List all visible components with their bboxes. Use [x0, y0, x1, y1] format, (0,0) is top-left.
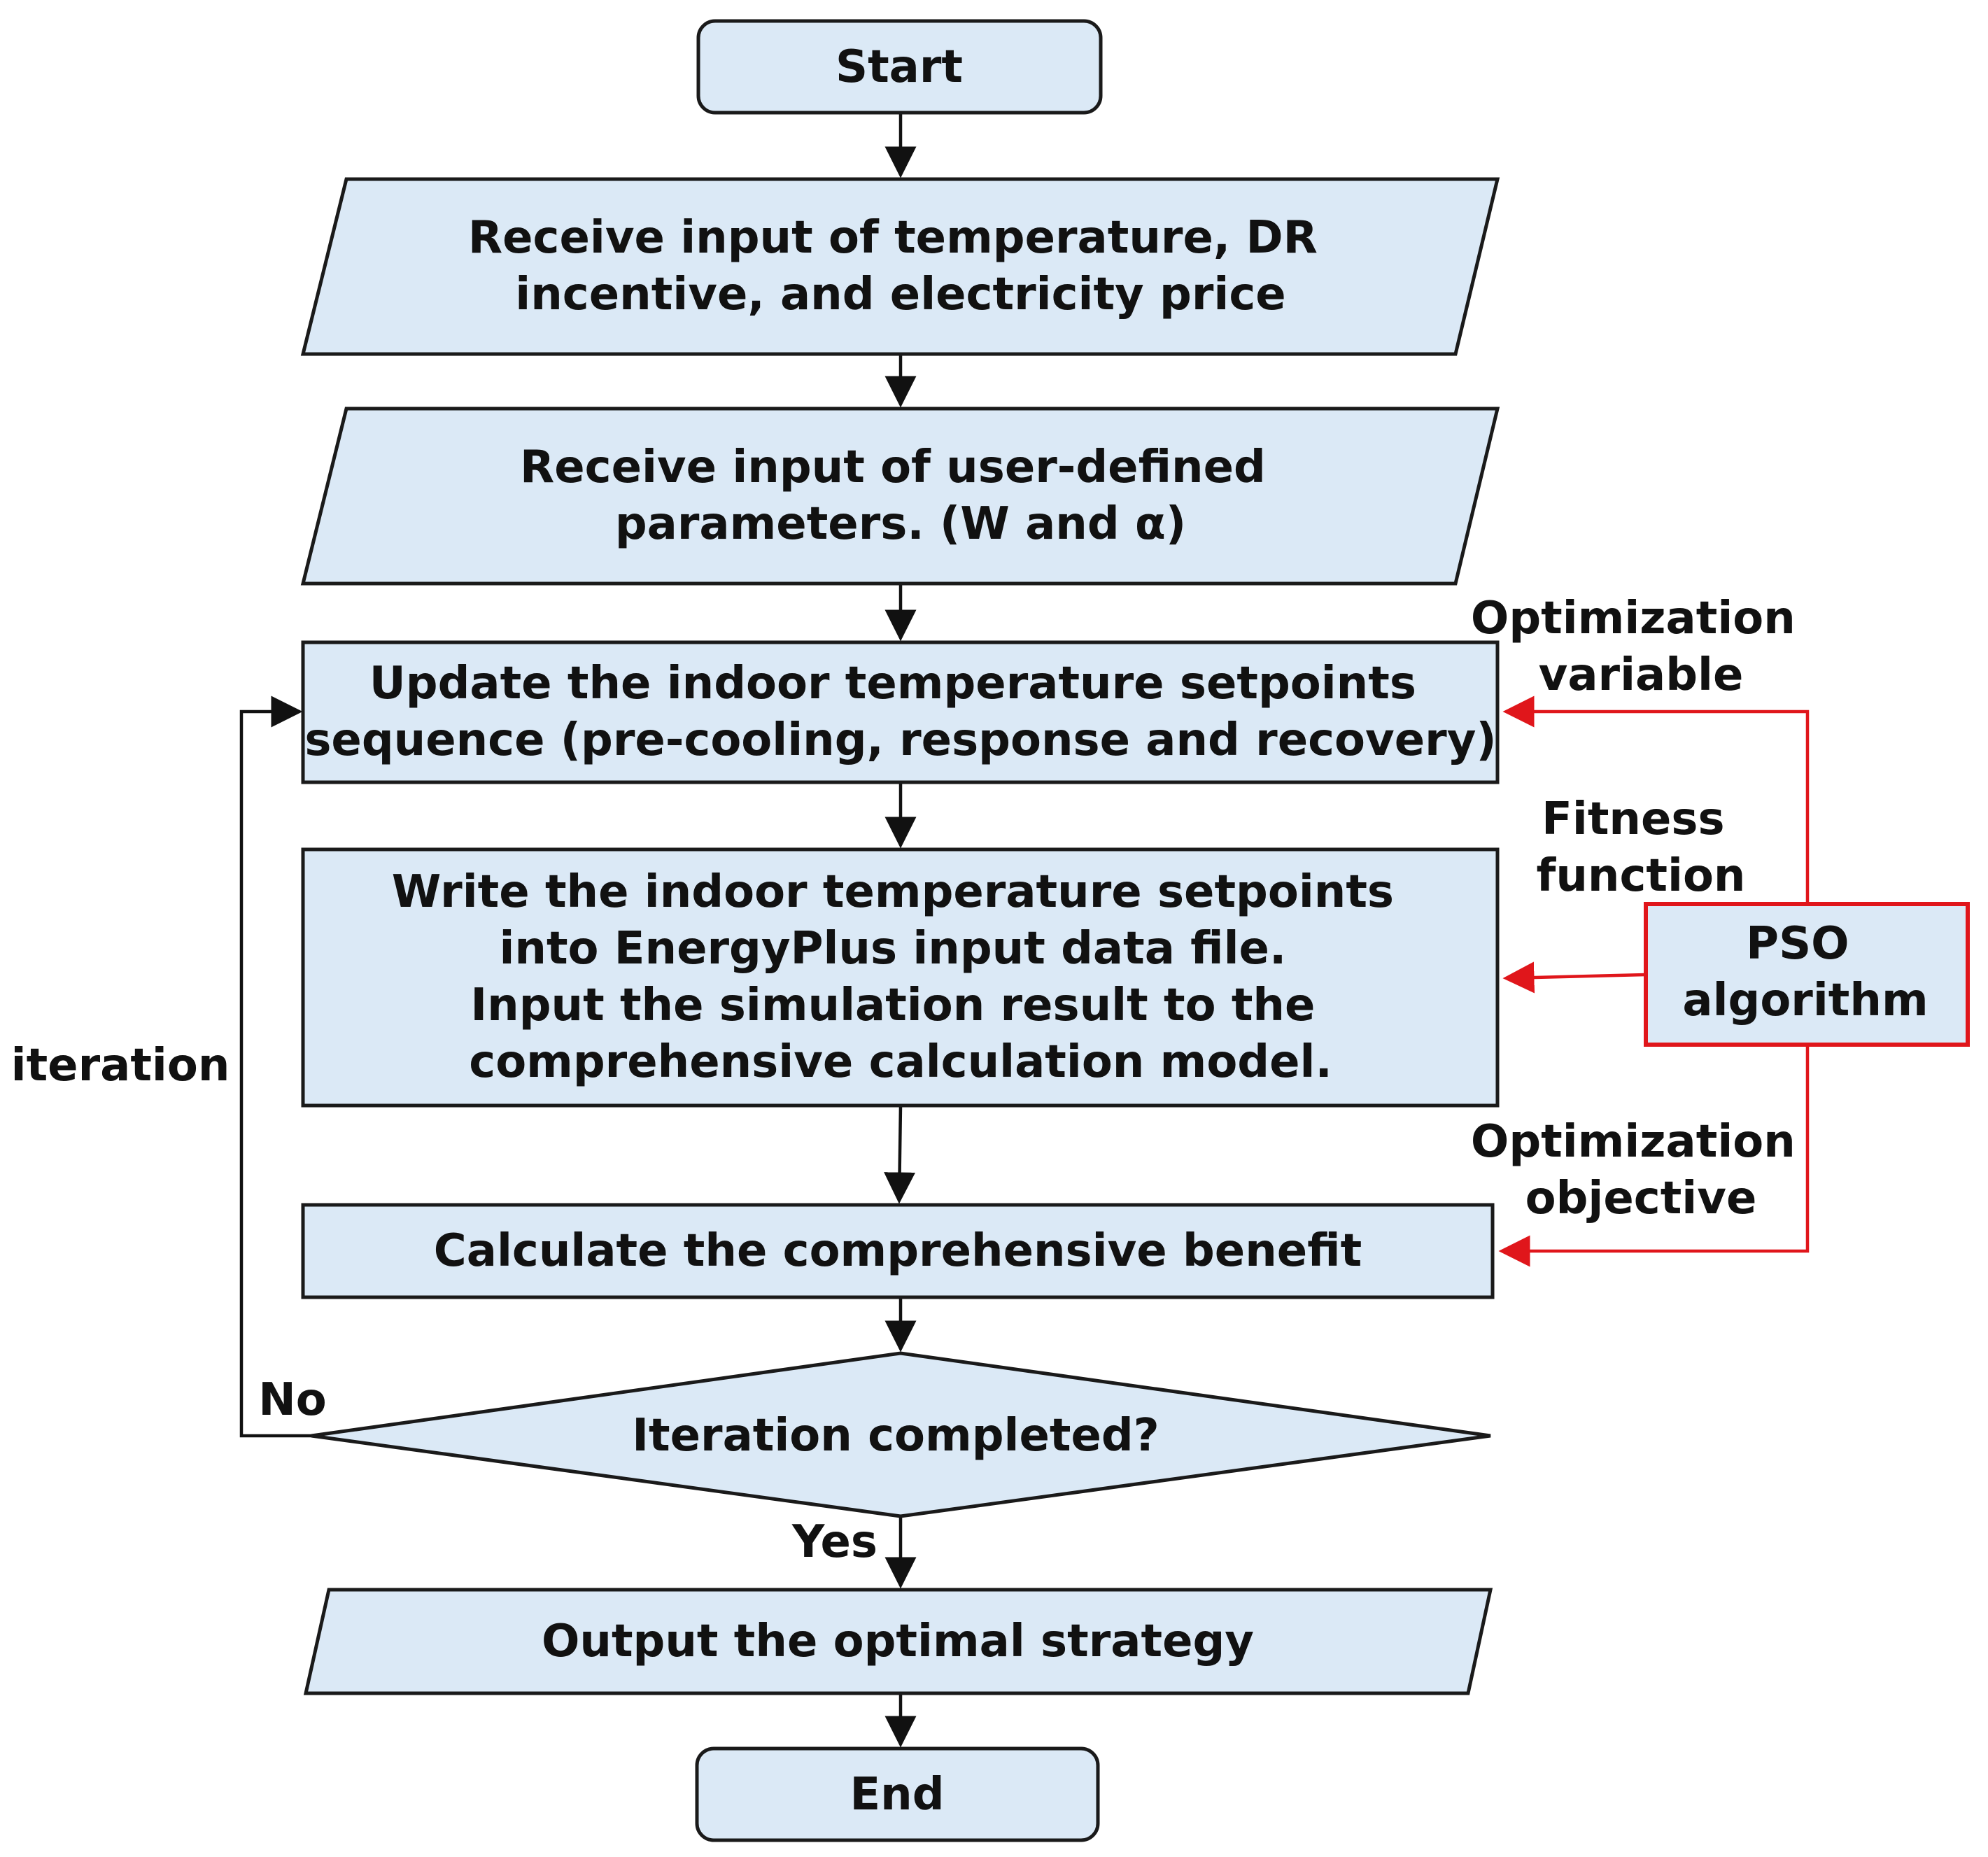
calculate-benefit-node: Calculate the comprehensive benefit: [301, 1203, 1495, 1299]
pso-algorithm-text: PSO algorithm: [1682, 918, 1928, 1026]
flow-connectors: [239, 113, 917, 1748]
optimization-objective-label: Optimization objective: [1471, 1116, 1811, 1224]
write-setpoints-node: Write the indoor temperature setpoints i…: [301, 847, 1500, 1108]
start-text: Start: [836, 41, 963, 93]
input-parameters-node: Receive input of user-defined parameters…: [300, 407, 1500, 586]
update-setpoints-text: Update the indoor temperature setpoints …: [304, 658, 1496, 766]
input-parameters-text: Receive input of user-defined parameters…: [520, 442, 1281, 550]
no-label: No: [258, 1374, 327, 1426]
pso-algorithm-node: PSO algorithm: [1644, 902, 1970, 1047]
start-node: Start: [696, 19, 1103, 115]
arrow-pso-to-write: [1502, 961, 1647, 994]
input-temperature-text: Receive input of temperature, DR incenti…: [468, 212, 1333, 320]
output-strategy-text: Output the optimal strategy: [542, 1616, 1254, 1667]
arrow-no-loop-to-update: [239, 696, 311, 1438]
decision-text: Iteration completed?: [632, 1410, 1159, 1462]
optimization-variable-label: Optimization variable: [1471, 593, 1811, 701]
calculate-benefit-text: Calculate the comprehensive benefit: [434, 1225, 1362, 1277]
output-strategy-node: Output the optimal strategy: [303, 1588, 1493, 1695]
iteration-label: iteration: [11, 1040, 230, 1092]
fitness-function-label: Fitness function: [1537, 793, 1746, 902]
arrow-pso-to-calculate: [1498, 1045, 1810, 1267]
write-setpoints-text: Write the indoor temperature setpoints i…: [392, 866, 1410, 1088]
end-text: End: [850, 1769, 944, 1821]
arrow-pso-to-update: [1502, 696, 1810, 904]
decision-node: Iteration completed?: [311, 1351, 1491, 1518]
input-temperature-node: Receive input of temperature, DR incenti…: [300, 177, 1500, 356]
end-node: End: [695, 1746, 1100, 1842]
pso-connectors: [1498, 696, 1810, 1267]
yes-label: Yes: [791, 1516, 877, 1568]
update-setpoints-node: Update the indoor temperature setpoints …: [301, 640, 1500, 784]
arrow-write-to-calculate: [884, 1105, 916, 1204]
